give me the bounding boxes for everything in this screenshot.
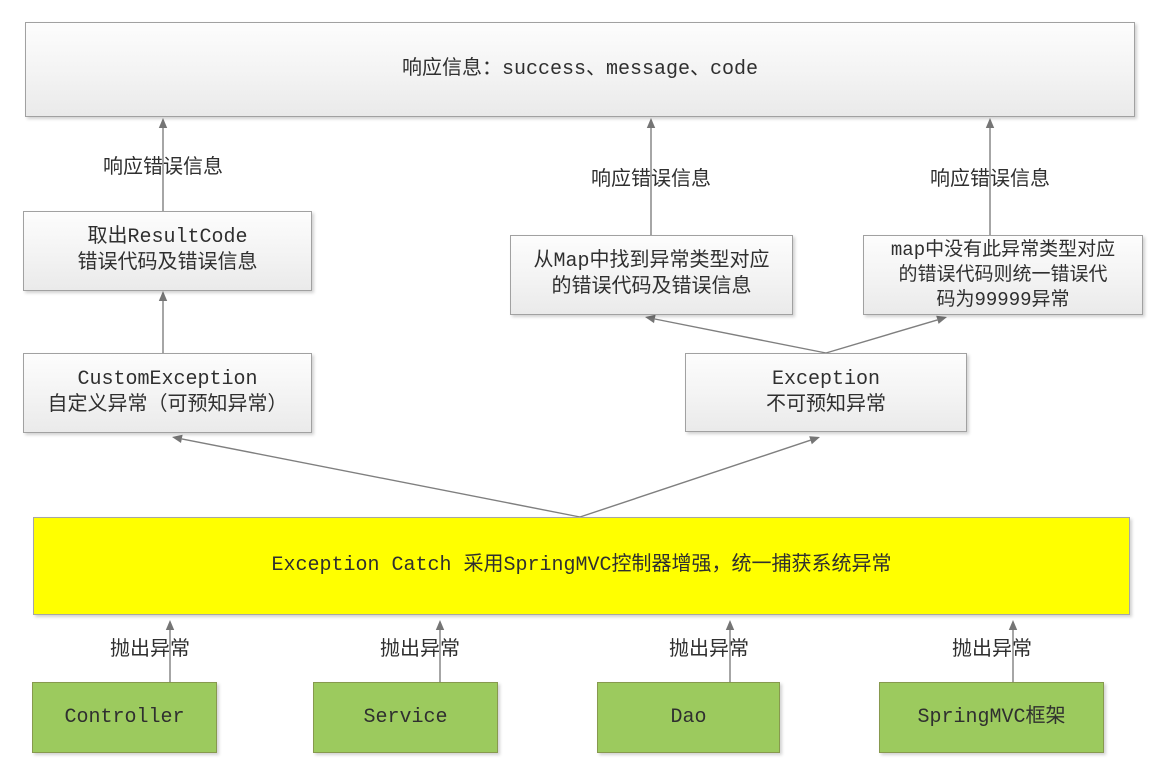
edge-customexception-to-resultcode	[158, 291, 168, 353]
arrowhead-icon	[809, 436, 820, 445]
result-code-line1: 取出ResultCode	[87, 226, 248, 249]
edge-exception-to-mapmissing	[825, 315, 947, 354]
response-info-box: 响应信息：success、message、code	[25, 22, 1135, 117]
arrowhead-icon	[645, 314, 656, 324]
arrowhead-icon	[936, 315, 947, 324]
source-box-springmvc: SpringMVC框架	[879, 682, 1104, 753]
map-missing-line1: map中没有此异常类型对应	[890, 238, 1116, 261]
map-found-line1: 从Map中找到异常类型对应	[533, 250, 770, 273]
exception-catch-text: Exception Catch 采用SpringMVC控制器增强，统一捕获系统异…	[271, 554, 892, 577]
throw-exception-label-service: 抛出异常	[380, 639, 460, 662]
source-box-controller: Controller	[32, 682, 217, 753]
exception-catch-box: Exception Catch 采用SpringMVC控制器增强，统一捕获系统异…	[33, 517, 1130, 615]
map-found-box: 从Map中找到异常类型对应 的错误代码及错误信息	[510, 235, 793, 315]
edge-catch-to-exception	[579, 436, 820, 518]
service-label: Service	[363, 705, 448, 729]
response-error-label-right: 响应错误信息	[930, 169, 1050, 192]
source-box-dao: Dao	[597, 682, 780, 753]
arrowhead-icon	[725, 620, 735, 630]
throw-exception-label-dao: 抛出异常	[669, 639, 749, 662]
arrowhead-icon	[435, 620, 445, 630]
edge-line	[579, 439, 811, 518]
response-error-label-middle: 响应错误信息	[591, 169, 711, 192]
dao-label: Dao	[670, 705, 707, 729]
map-missing-line3: 码为99999异常	[936, 288, 1070, 311]
arrowhead-icon	[165, 620, 175, 630]
arrowhead-icon	[985, 118, 995, 128]
exception-line2: 不可预知异常	[766, 393, 886, 417]
result-code-line2: 错误代码及错误信息	[77, 252, 258, 275]
arrowhead-icon	[172, 434, 183, 443]
map-missing-box: map中没有此异常类型对应 的错误代码则统一错误代 码为99999异常	[863, 235, 1143, 315]
edge-catch-to-customexception	[172, 434, 581, 518]
response-error-label-left: 响应错误信息	[103, 157, 223, 180]
edge-line	[181, 438, 581, 518]
edge-line	[654, 318, 827, 354]
edge-line	[825, 319, 938, 354]
controller-label: Controller	[64, 705, 185, 729]
custom-exception-line1: CustomException	[77, 368, 258, 391]
custom-exception-box: CustomException 自定义异常（可预知异常）	[23, 353, 312, 433]
result-code-box: 取出ResultCode 错误代码及错误信息	[23, 211, 312, 291]
response-info-text: 响应信息：success、message、code	[401, 57, 759, 81]
arrowhead-icon	[158, 118, 168, 128]
source-box-service: Service	[313, 682, 498, 753]
custom-exception-line2: 自定义异常（可预知异常）	[47, 394, 288, 417]
arrowhead-icon	[1008, 620, 1018, 630]
exception-box: Exception 不可预知异常	[685, 353, 967, 432]
arrowhead-icon	[158, 291, 168, 301]
map-missing-line2: 的错误代码则统一错误代	[898, 263, 1108, 286]
throw-exception-label-controller: 抛出异常	[110, 639, 190, 662]
throw-exception-label-springmvc: 抛出异常	[952, 639, 1032, 662]
arrowhead-icon	[646, 118, 656, 128]
map-found-line2: 的错误代码及错误信息	[551, 276, 752, 299]
exception-line1: Exception	[771, 367, 881, 391]
springmvc-label: SpringMVC框架	[917, 705, 1066, 729]
edge-exception-to-mapfound	[645, 314, 827, 354]
